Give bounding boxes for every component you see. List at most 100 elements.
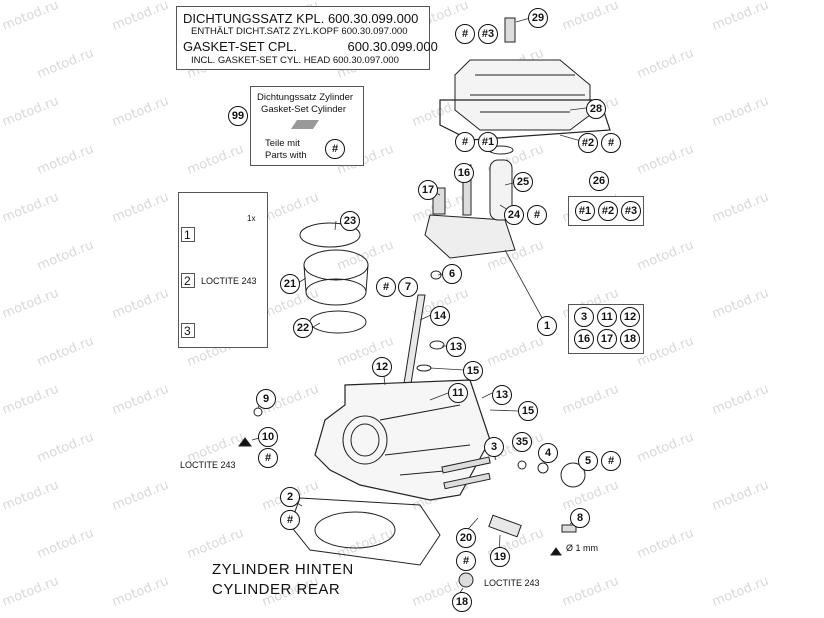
callout-16[interactable]: 16	[454, 163, 474, 183]
callout-11[interactable]: 11	[448, 383, 468, 403]
gasket-bore	[314, 511, 396, 549]
callout-7[interactable]: 7	[398, 277, 418, 297]
callout-20[interactable]: 20	[456, 528, 476, 548]
callout-6[interactable]: 6	[442, 264, 462, 284]
callout-4[interactable]: 4	[538, 443, 558, 463]
callout-hash-i[interactable]: #	[456, 551, 476, 571]
callout-10[interactable]: 10	[258, 427, 278, 447]
plug-18	[458, 572, 474, 588]
group1-item-12[interactable]: 12	[620, 307, 640, 327]
ring-15a	[416, 364, 432, 372]
gasket-line-1: DICHTUNGSSATZ KPL. 600.30.099.000	[183, 11, 419, 26]
sensor-19	[488, 514, 522, 538]
callout-21[interactable]: 21	[280, 274, 300, 294]
callout-hash1-b[interactable]: #1	[478, 132, 498, 152]
callout-13b[interactable]: 13	[492, 385, 512, 405]
callout-hash2-b[interactable]: #2	[578, 133, 598, 153]
washer-6	[430, 270, 442, 280]
washer-4	[537, 462, 549, 474]
callout-22[interactable]: 22	[293, 318, 313, 338]
callout-5[interactable]: 5	[578, 451, 598, 471]
callout-hash-c[interactable]: #	[601, 133, 621, 153]
step-2-label: 2	[184, 274, 191, 288]
gasket-line-2: ENTHÄLT DICHT.SATZ ZYL.KOPF 600.30.097.0…	[191, 26, 408, 37]
steps-box: 1 1x 2 LOCTITE 243 3	[178, 192, 268, 348]
callout-hash-d[interactable]: #	[527, 205, 547, 225]
gasket-set-box: DICHTUNGSSATZ KPL. 600.30.099.000 ENTHÄL…	[176, 6, 438, 70]
group1-item-11[interactable]: 11	[597, 307, 617, 327]
step-2-frame: 2	[181, 273, 195, 288]
callout-23[interactable]: 23	[340, 211, 360, 231]
legend-hash-badge[interactable]: #	[325, 139, 345, 159]
callout-8[interactable]: 8	[570, 508, 590, 528]
step-1-frame: 1	[181, 227, 195, 242]
callout-1[interactable]: 1	[537, 316, 557, 336]
rocker-assembly	[424, 145, 516, 259]
callout-hash-b[interactable]: #	[455, 132, 475, 152]
callout-9[interactable]: 9	[256, 389, 276, 409]
loctite-bottom-caption: LOCTITE 243	[484, 578, 540, 588]
stud	[402, 294, 426, 391]
step-1-label: 1	[184, 228, 191, 242]
callout-hash-e[interactable]: #	[376, 277, 396, 297]
group1-item-17[interactable]: 17	[597, 329, 617, 349]
head-gasket	[289, 497, 441, 566]
intake-flange	[299, 222, 369, 334]
drop-10	[238, 437, 252, 447]
callout-17[interactable]: 17	[418, 180, 438, 200]
loctite-left-caption: LOCTITE 243	[180, 460, 236, 470]
legend-line-3: Teile mit	[265, 138, 300, 149]
callout-3[interactable]: 3	[484, 437, 504, 457]
oil-hole-caption: Ø 1 mm	[566, 543, 599, 553]
o-ring-5	[560, 462, 586, 488]
callout-hash-g[interactable]: #	[601, 451, 621, 471]
callout-25[interactable]: 25	[513, 172, 533, 192]
callout-18[interactable]: 18	[452, 592, 472, 612]
group1-item-18[interactable]: 18	[620, 329, 640, 349]
callout-hash-a[interactable]: #	[455, 24, 475, 44]
callout-hash3-a[interactable]: #3	[478, 24, 498, 44]
callout-12[interactable]: 12	[372, 357, 392, 377]
callout-hash-h[interactable]: #	[280, 510, 300, 530]
drop-8	[550, 547, 562, 556]
callout-hash-f[interactable]: #	[258, 448, 278, 468]
callout-26[interactable]: 26	[589, 171, 609, 191]
group26-item-2[interactable]: #2	[598, 201, 618, 221]
steps-loctite: LOCTITE 243	[201, 276, 257, 286]
seal-13a	[429, 340, 445, 350]
callout-29[interactable]: 29	[528, 8, 548, 28]
gasket-line-3: GASKET-SET CPL. 600.30.099.000	[183, 39, 438, 54]
group1-item-16[interactable]: 16	[574, 329, 594, 349]
callout-24[interactable]: 24	[504, 205, 524, 225]
callout-2[interactable]: 2	[280, 487, 300, 507]
callout-19[interactable]: 19	[490, 547, 510, 567]
callout-15a[interactable]: 15	[463, 361, 483, 381]
group1-item-3[interactable]: 3	[574, 307, 594, 327]
screw-8	[561, 524, 577, 533]
title-english: CYLINDER REAR	[212, 581, 341, 598]
torque-label: 1x	[247, 214, 256, 223]
ktm-logo-icon	[291, 120, 319, 129]
valve-cover	[439, 17, 611, 141]
title-german: ZYLINDER HINTEN	[212, 561, 354, 578]
step-3-label: 3	[184, 324, 191, 338]
step-3-frame: 3	[181, 323, 195, 338]
callout-13a[interactable]: 13	[446, 337, 466, 357]
legend-line-2: Gasket-Set Cylinder	[261, 104, 347, 115]
group26-item-3[interactable]: #3	[621, 201, 641, 221]
callout-28[interactable]: 28	[586, 99, 606, 119]
legend-line-4: Parts with	[265, 150, 307, 161]
screw-9	[253, 407, 263, 417]
callout-99[interactable]: 99	[228, 106, 248, 126]
gasket-line-4: INCL. GASKET-SET CYL. HEAD 600.30.097.00…	[191, 55, 399, 66]
group26-item-1[interactable]: #1	[575, 201, 595, 221]
callout-15b[interactable]: 15	[518, 401, 538, 421]
legend-line-1: Dichtungssatz Zylinder	[257, 92, 354, 103]
legend-box: Dichtungssatz Zylinder Gasket-Set Cylind…	[250, 86, 364, 166]
cylinder-head	[314, 379, 491, 501]
callout-35[interactable]: 35	[512, 432, 532, 452]
nut-35	[517, 460, 527, 470]
callout-14[interactable]: 14	[430, 306, 450, 326]
